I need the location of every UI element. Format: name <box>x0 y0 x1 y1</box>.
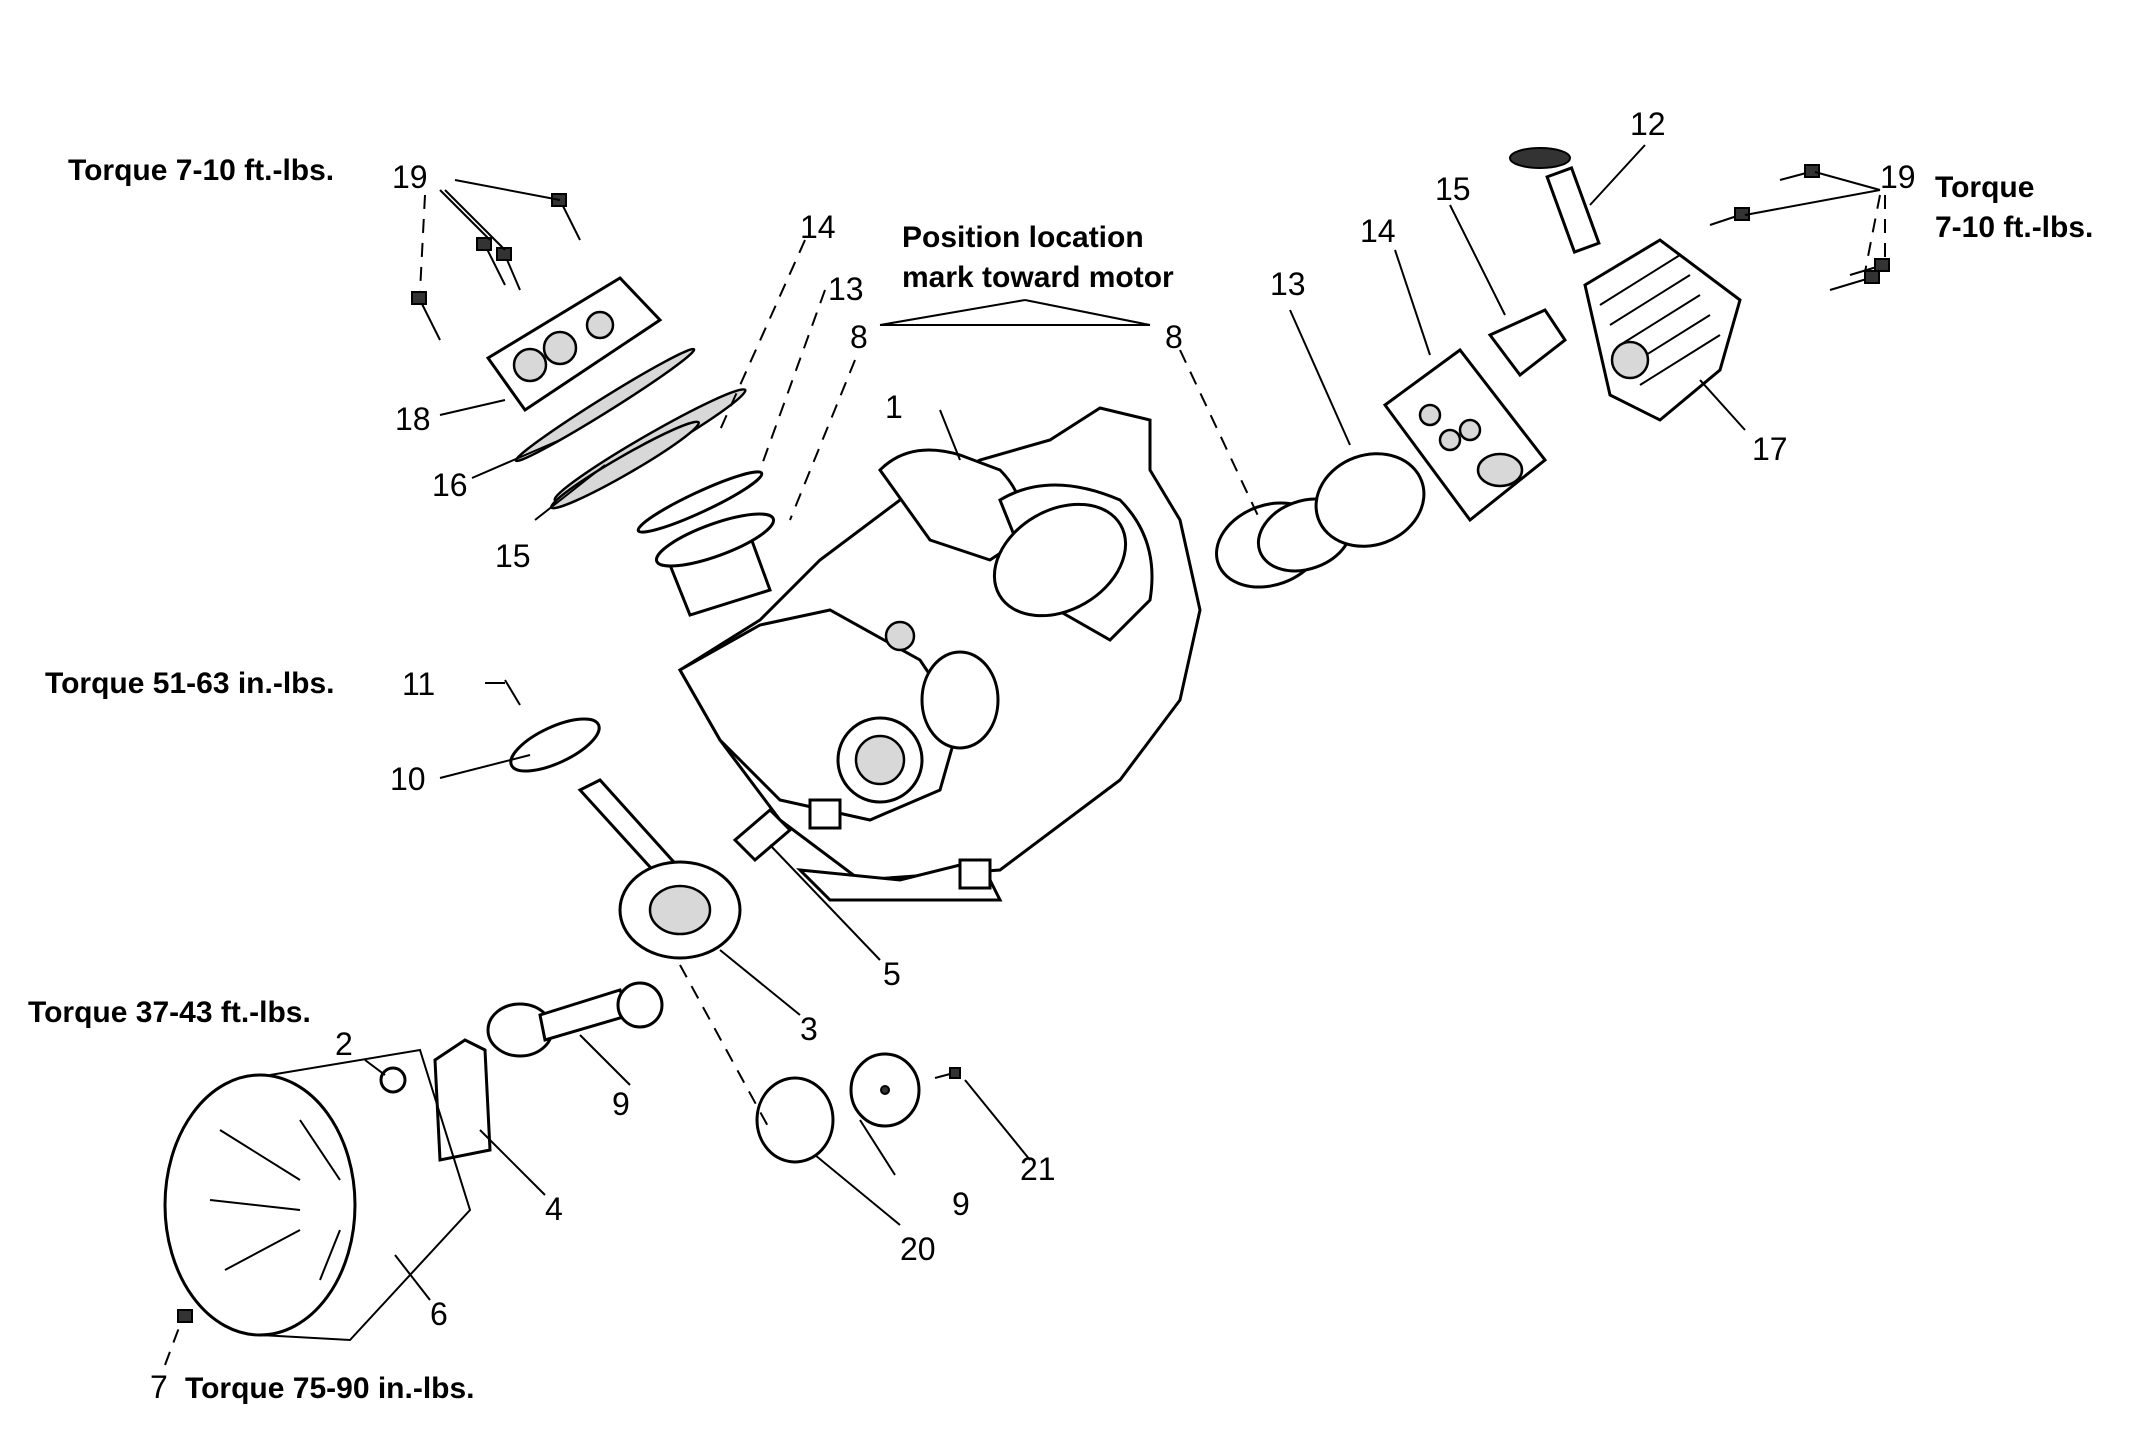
shaft-5 <box>732 807 793 863</box>
o-ring-13-left <box>636 470 764 534</box>
gasket-16-left <box>514 347 696 463</box>
callout-3: 3 <box>800 1011 818 1047</box>
callout-13-left: 13 <box>828 271 864 307</box>
screw-7 <box>177 1309 193 1323</box>
cylinder-sleeve-left <box>654 512 776 617</box>
callout-8-left: 8 <box>850 319 868 355</box>
callout-1: 1 <box>885 389 903 425</box>
disc-9 <box>849 1052 921 1128</box>
torque-note-head-right-line1: Torque <box>1935 171 2034 204</box>
callout-20: 20 <box>900 1231 936 1267</box>
callout-4: 4 <box>545 1191 563 1227</box>
callout-9-disc: 9 <box>952 1186 970 1222</box>
callout-14-left: 14 <box>800 209 836 245</box>
callout-9-rod: 9 <box>612 1086 630 1122</box>
leader-lines <box>164 144 1886 1366</box>
torque-note-2: Torque 37-43 ft.-lbs. <box>28 996 311 1029</box>
torque-note-7: Torque 75-90 in.-lbs. <box>185 1372 475 1405</box>
callout-18: 18 <box>395 401 431 437</box>
o-ring-13-right <box>1314 452 1426 548</box>
connecting-rod-9 <box>486 981 664 1058</box>
callout-14-right: 14 <box>1360 213 1396 249</box>
nut-2 <box>379 1066 407 1094</box>
valve-plate-18 <box>485 276 663 413</box>
callouts: 1 2 3 4 5 6 7 8 8 9 9 10 11 12 13 13 14 … <box>150 106 1916 1405</box>
head-bolts-19-right <box>1709 164 1890 291</box>
callout-6: 6 <box>430 1296 448 1332</box>
callout-17: 17 <box>1752 431 1788 467</box>
torque-note-head-right-line2: 7-10 ft.-lbs. <box>1935 211 2093 244</box>
counterweight-4 <box>433 1038 492 1162</box>
head-bolts-19-left <box>411 193 581 341</box>
callout-10: 10 <box>390 761 426 797</box>
bearing-cap-10 <box>509 717 601 773</box>
callout-15-right: 15 <box>1435 171 1471 207</box>
cylinder-head-17 <box>1583 238 1742 422</box>
callout-7: 7 <box>150 1369 168 1405</box>
callout-15-left: 15 <box>495 538 531 574</box>
fan-6 <box>163 1048 472 1342</box>
callout-2: 2 <box>335 1026 353 1062</box>
connecting-rod-3 <box>577 778 742 960</box>
callout-19-right: 19 <box>1880 159 1916 195</box>
callout-8-right: 8 <box>1165 319 1183 355</box>
callout-11: 11 <box>402 666 435 702</box>
torque-note-11: Torque 51-63 in.-lbs. <box>45 667 335 700</box>
callout-13-right: 13 <box>1270 266 1306 302</box>
valve-plate-14-right <box>1382 347 1548 523</box>
breather-12 <box>1509 147 1601 254</box>
callout-12: 12 <box>1630 106 1666 142</box>
bolt-11 <box>504 679 521 706</box>
callout-21: 21 <box>1020 1151 1056 1187</box>
callout-5: 5 <box>883 956 901 992</box>
position-note-line1: Position location <box>902 221 1144 254</box>
ring-20 <box>755 1076 835 1164</box>
notes: Torque 7-10 ft.-lbs. Torque 7-10 ft.-lbs… <box>28 154 2093 1405</box>
screw-21 <box>934 1067 961 1079</box>
callout-19-left: 19 <box>392 159 428 195</box>
gasket-15-right <box>1487 308 1568 378</box>
position-note-line2: mark toward motor <box>902 261 1174 294</box>
motor-part-1 <box>677 406 1202 902</box>
callout-16: 16 <box>432 467 468 503</box>
torque-note-head-left: Torque 7-10 ft.-lbs. <box>68 154 334 187</box>
